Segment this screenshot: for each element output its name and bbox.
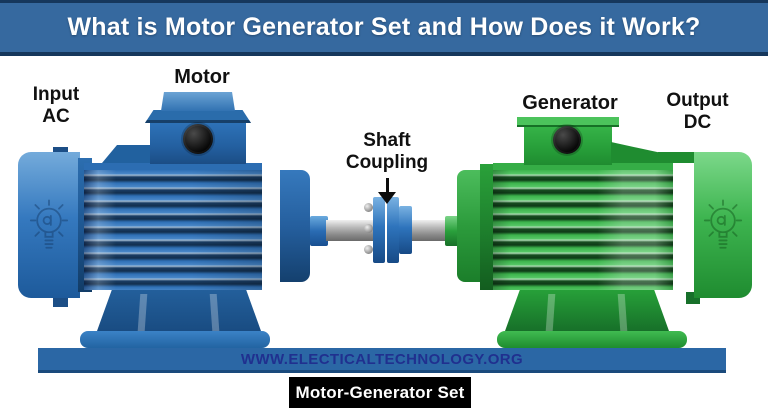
generator-shaft-step <box>445 216 459 246</box>
label-input-ac: Input AC <box>16 84 96 128</box>
generator-pedestal <box>505 290 669 331</box>
motor-terminal-cap <box>161 92 235 111</box>
label-output-dc: Output DC <box>650 90 745 134</box>
fan-vent-icon <box>183 124 213 154</box>
output-dc-line1: Output <box>666 90 729 111</box>
label-shaft-coupling: Shaft Coupling <box>330 130 444 174</box>
shaft-right <box>411 220 447 241</box>
motor-end-cap <box>18 152 80 298</box>
coupling-flange-left <box>373 197 385 263</box>
page-title: What is Motor Generator Set and How Does… <box>67 13 701 41</box>
motor-cap-tab-top <box>53 147 68 155</box>
down-arrow-head-icon <box>378 192 396 204</box>
motor-foot-plate <box>80 331 270 348</box>
generator-body-slope <box>611 142 664 163</box>
generator-end-cap <box>694 152 752 298</box>
motor-terminal-ledge <box>102 145 152 163</box>
down-arrow-icon <box>386 178 389 193</box>
website-text: WWW.ELECTICALTECHNOLOGY.ORG <box>240 350 524 368</box>
generator-bearing-housing <box>457 170 480 282</box>
generator-body-ledge <box>658 152 694 163</box>
lightbulb-icon <box>29 199 69 249</box>
motor-shaft-step <box>310 216 328 246</box>
coupling-hub <box>399 206 412 254</box>
coupling-bolt-icon <box>364 245 373 254</box>
lightbulb-icon <box>703 199 743 249</box>
shaft-coupling-line1: Shaft <box>363 130 411 151</box>
shaft-coupling-line2: Coupling <box>345 152 429 173</box>
motor-terminal-roof <box>145 110 251 123</box>
generator-body-fins <box>493 163 673 290</box>
shaft-left <box>326 220 374 241</box>
caption-box: Motor-Generator Set <box>289 377 471 408</box>
base-platform: WWW.ELECTICALTECHNOLOGY.ORG <box>38 348 726 373</box>
coupling-bolt-icon <box>364 203 373 212</box>
label-generator: Generator <box>522 92 618 114</box>
output-dc-line2: DC <box>683 112 712 133</box>
input-ac-line2: AC <box>42 106 70 127</box>
motor-generator-diagram: WWW.ELECTICALTECHNOLOGY.ORG <box>0 56 768 415</box>
generator-foot-plate <box>497 331 687 348</box>
pedestal-strut <box>209 294 220 331</box>
pedestal-strut <box>617 294 628 331</box>
motor-cap-tab-bottom <box>53 297 68 307</box>
coupling-flange-right <box>387 197 399 263</box>
motor-pedestal <box>97 290 261 331</box>
coupling-bolt-icon <box>364 224 373 233</box>
pedestal-strut <box>137 294 148 331</box>
header-banner: What is Motor Generator Set and How Does… <box>0 0 768 56</box>
input-ac-line1: Input <box>32 84 80 105</box>
caption-text: Motor-Generator Set <box>295 382 465 402</box>
motor-body-fins <box>84 163 262 290</box>
fan-vent-icon <box>553 126 581 154</box>
motor-bearing-housing <box>280 170 310 282</box>
generator-end-disc <box>480 164 494 290</box>
pedestal-strut <box>545 294 556 331</box>
label-motor: Motor <box>174 66 230 88</box>
